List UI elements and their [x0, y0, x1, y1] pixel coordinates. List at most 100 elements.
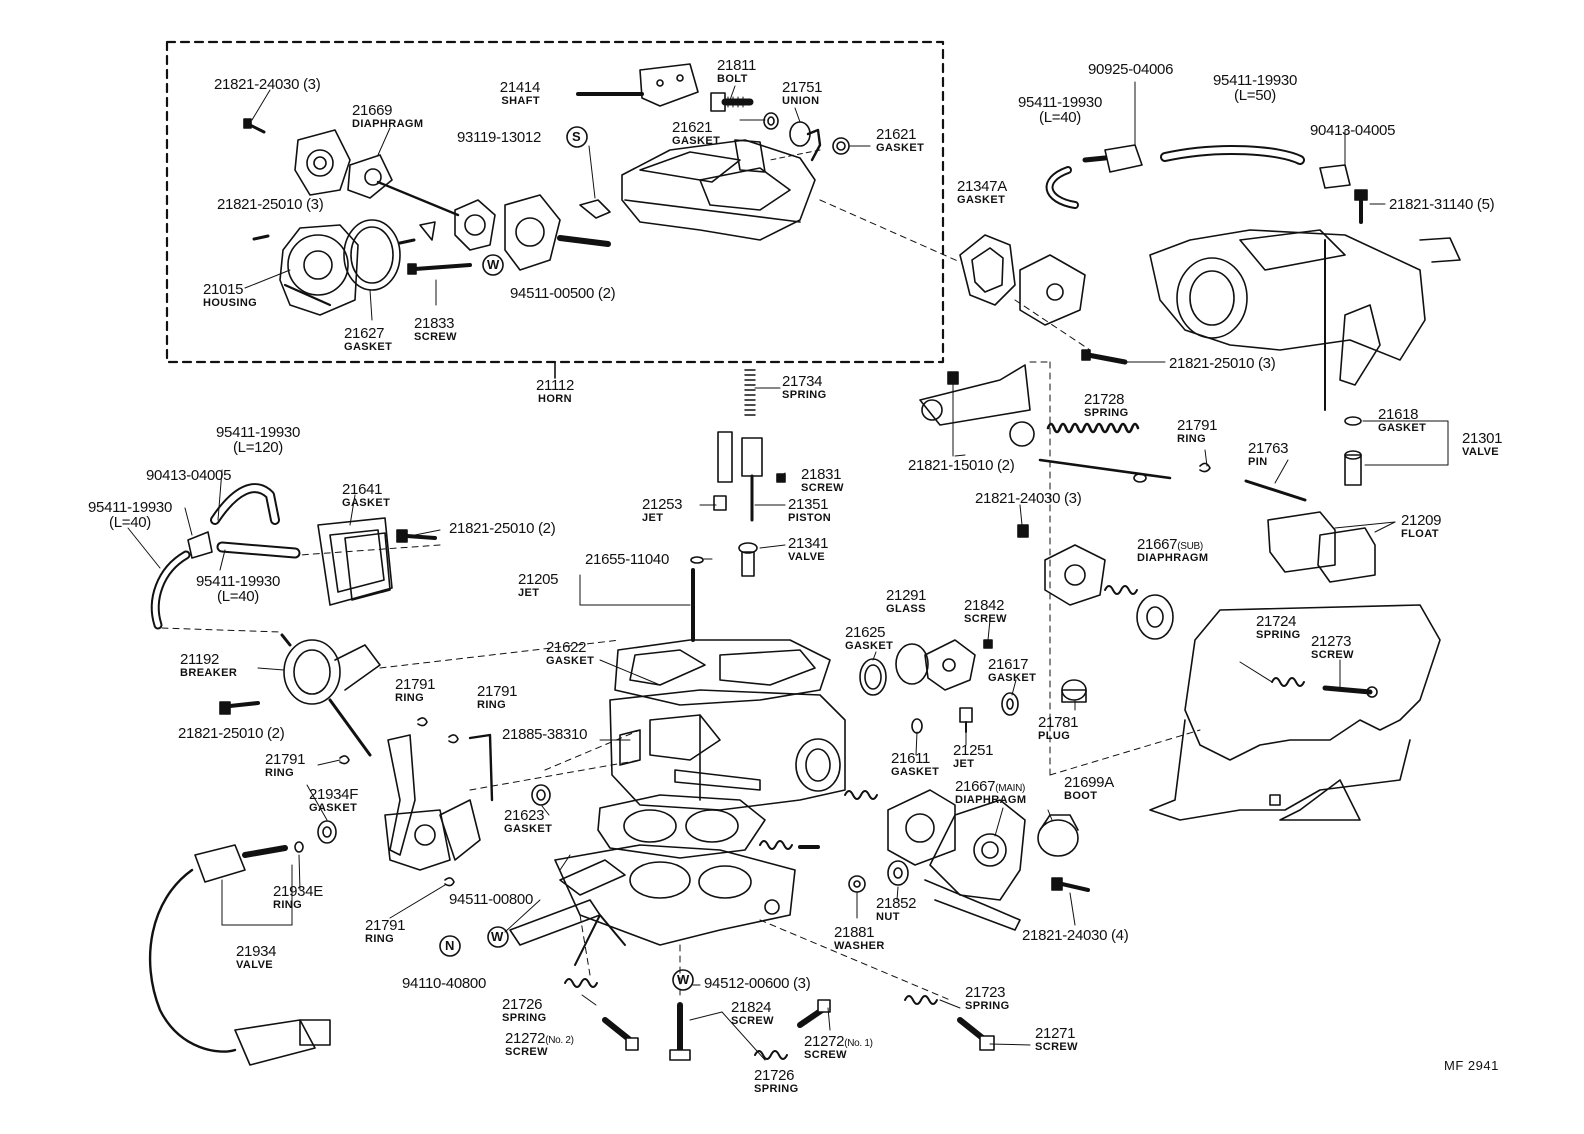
- badge-s: S: [572, 129, 581, 144]
- part-label-21821-24030-top: 21821-24030 (3): [214, 76, 321, 93]
- part-label-21885-38310: 21885-38310: [502, 726, 588, 743]
- screw-21833-icon: [407, 263, 472, 275]
- part-label-95411-19930-mid-L40: 95411-19930(L=40): [195, 573, 280, 605]
- spring-21724-icon: [1271, 677, 1305, 687]
- part-label-90925-04006: 90925-04006: [1088, 61, 1174, 78]
- screw-21821-24030-lower-icon: [1051, 877, 1090, 892]
- gasket-21641-icon: [317, 517, 393, 606]
- badge-w-mid: W: [491, 929, 504, 944]
- throttle-lever-icon: [384, 733, 494, 871]
- gasket-21627-icon: [343, 219, 401, 291]
- screw-21821-25010-lower-icon: [219, 701, 260, 715]
- gasket-21623-icon: [531, 784, 551, 806]
- badge-w-low: W: [677, 972, 690, 987]
- part-label-94110-40800: 94110-40800: [402, 975, 487, 992]
- gasket-21934F-icon: [317, 820, 337, 844]
- gasket-21617-icon: [1001, 692, 1019, 716]
- part-label-21821-25010-lower: 21821-25010 (2): [178, 725, 285, 742]
- float-bowl-body-icon: [1149, 604, 1441, 821]
- clip-93119-icon: [579, 199, 611, 219]
- rod-21728-icon: [1038, 458, 1172, 483]
- throttle-body-icon: [509, 840, 820, 966]
- boot-21699A-icon: [1037, 814, 1079, 857]
- part-label-21272-no2: 21272(No. 2)SCREW: [505, 1030, 574, 1058]
- jet-21251-icon: [959, 707, 973, 733]
- part-label-21821-24030-mid: 21821-24030 (3): [975, 490, 1082, 507]
- washer-21881-icon: [848, 875, 866, 893]
- part-label-90413-04005-left: 90413-04005: [146, 467, 232, 484]
- part-label-90413-04005-right: 90413-04005: [1310, 122, 1396, 139]
- housing-21015-icon: [279, 224, 359, 316]
- screw-21821-25010-right-icon: [1081, 349, 1128, 365]
- screw-21272-no1-icon: [797, 999, 831, 1028]
- part-label-93119-13012: 93119-13012: [457, 129, 542, 146]
- screw-21821-31140-icon: [1354, 189, 1368, 224]
- spring-21726-left-icon: [564, 978, 598, 988]
- part-label-21667-sub: 21667(SUB)DIAPHRAGM: [1137, 536, 1209, 564]
- diaphragm-21669-icon: [347, 154, 460, 217]
- gasket-21347A-icon: [959, 234, 1016, 306]
- bolt-21811-icon: [710, 92, 754, 112]
- pin-21763-icon: [1244, 479, 1307, 502]
- spring-21726-lower-icon: [754, 1050, 788, 1060]
- hose-95411-L50-icon: [1160, 144, 1305, 165]
- bolt-21821-24030-icon: [243, 118, 266, 134]
- rings-21791-left-icons: [339, 717, 459, 887]
- badge-w-top: W: [487, 257, 500, 272]
- valve-21934-icon: [148, 841, 331, 1066]
- screw-21273-icon: [1322, 685, 1378, 698]
- part-label-21821-24030-lower: 21821-24030 (4): [1022, 927, 1129, 944]
- plug-21781-icon: [1061, 679, 1087, 703]
- part-label-21667-main: 21667(MAIN)DIAPHRAGM: [955, 778, 1027, 806]
- fitting-90413-icon: [1319, 129, 1351, 189]
- part-label-21821-25010-left: 21821-25010 (2): [449, 520, 556, 537]
- ring-21791-right-icon: [1199, 462, 1211, 473]
- horn-leaders: [244, 85, 871, 321]
- valve-bracket: [1362, 420, 1449, 466]
- screw-21831-icon: [776, 473, 786, 483]
- air-horn-body-icon: [1149, 229, 1461, 411]
- hose-95411-left-L40-icon: [127, 527, 191, 630]
- spring-21723-icon: [904, 995, 938, 1005]
- part-label-95411-19930-L50: 95411-19930(L=50): [1212, 72, 1297, 104]
- carburetor-top-icon: [621, 139, 816, 241]
- part-label-21272-no1: 21272(No. 1)SCREW: [804, 1033, 873, 1061]
- nut-21852-icon: [887, 860, 909, 886]
- hose-95411-mid-L40-icon: [216, 541, 301, 559]
- badge-w-circle-top: [482, 254, 504, 276]
- float-21209-icon: [1267, 511, 1396, 583]
- badge-n: N: [445, 938, 455, 953]
- shaft-21414-icon: [576, 63, 699, 107]
- vacuum-valve-90925-icon: [1104, 81, 1143, 173]
- badge-s-circle: [566, 126, 588, 148]
- bracket-dashes: [1029, 361, 1201, 776]
